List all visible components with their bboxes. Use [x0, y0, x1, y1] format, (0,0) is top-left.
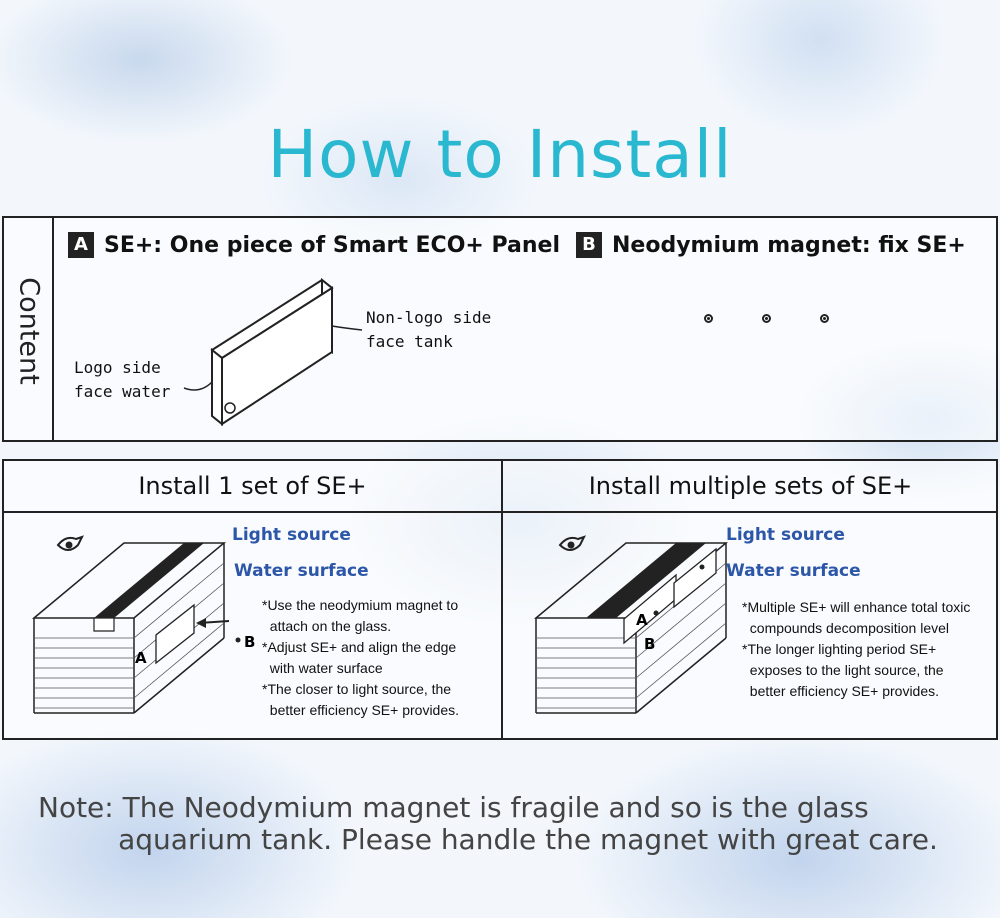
- multiple-tank-illustration: [533, 542, 729, 714]
- care-note: Note: The Neodymium magnet is fragile an…: [38, 791, 938, 856]
- single-water-surface: Water surface: [234, 561, 369, 581]
- magnet-icon-1: [704, 314, 713, 323]
- item-b-heading-text: Neodymium magnet: fix SE+: [612, 232, 966, 258]
- single-light-source: Light source: [232, 525, 351, 545]
- single-tank-illustration: [31, 542, 241, 714]
- item-a-heading-text: SE+: One piece of Smart ECO+ Panel: [104, 232, 560, 258]
- content-label-cell: Content: [4, 218, 54, 440]
- install-multiple-heading: Install multiple sets of SE+: [503, 461, 998, 513]
- eye-icon-2: [558, 535, 586, 551]
- multiple-notes: *Multiple SE+ will enhance total toxic c…: [742, 599, 971, 699]
- item-a-badge: A: [68, 232, 94, 258]
- column-divider: [501, 461, 503, 738]
- content-label: Content: [13, 277, 45, 385]
- multiple-marker-b: B: [644, 635, 656, 653]
- eye-icon: [56, 535, 84, 551]
- panel-illustration: [183, 277, 363, 427]
- single-marker-b: B: [244, 633, 256, 651]
- multiple-light-source: Light source: [726, 525, 845, 545]
- install-single-heading: Install 1 set of SE+: [4, 461, 501, 513]
- multiple-water-surface: Water surface: [726, 561, 861, 581]
- multiple-marker-a: A: [636, 611, 648, 629]
- item-a-heading: A SE+: One piece of Smart ECO+ Panel: [68, 232, 560, 258]
- single-marker-a: A: [135, 649, 147, 667]
- content-section: Content A SE+: One piece of Smart ECO+ P…: [2, 216, 998, 442]
- single-notes: *Use the neodymium magnet to attach on t…: [262, 597, 460, 718]
- magnet-icon-3: [820, 314, 829, 323]
- logo-side-label: Logo side face water: [74, 358, 171, 401]
- magnet-icon-2: [762, 314, 771, 323]
- item-b-badge: B: [576, 232, 602, 258]
- non-logo-side-label: Non-logo side face tank: [366, 308, 492, 351]
- item-b-heading: B Neodymium magnet: fix SE+: [576, 232, 966, 258]
- install-section: Install 1 set of SE+ Install multiple se…: [2, 459, 998, 740]
- page-title: How to Install: [267, 116, 733, 194]
